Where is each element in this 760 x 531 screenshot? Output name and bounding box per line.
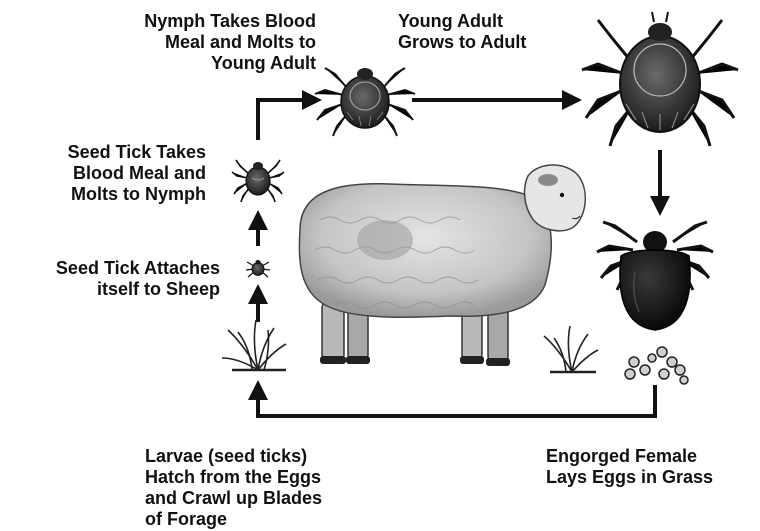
label-nymph-molts: Nymph Takes Blood Meal and Molts to Youn… (70, 11, 316, 74)
label-seed-tick-molts: Seed Tick Takes Blood Meal and Molts to … (6, 142, 206, 205)
grass-icon (544, 326, 598, 372)
tick-icon (232, 160, 284, 202)
tick-icon (315, 68, 415, 136)
eggs-icon (625, 347, 688, 384)
sheep-illustration (299, 165, 585, 366)
label-seed-tick-attaches: Seed Tick Attaches itself to Sheep (2, 258, 220, 300)
arrow-eggs-to-larvae (258, 384, 655, 416)
engorged-tick-icon (597, 222, 713, 330)
arrow-nymph-to-young-adult (258, 100, 318, 140)
label-young-adult: Young Adult Grows to Adult (398, 11, 598, 53)
label-engorged-female: Engorged Female Lays Eggs in Grass (546, 446, 758, 488)
tick-icon (582, 12, 738, 146)
tick-icon (246, 260, 270, 277)
grass-icon (222, 320, 286, 370)
label-larvae-hatch: Larvae (seed ticks) Hatch from the Eggs … (145, 446, 385, 530)
